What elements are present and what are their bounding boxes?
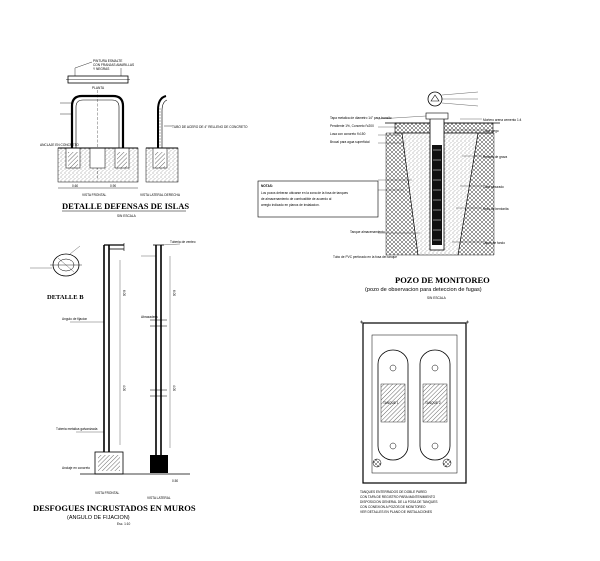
pit-legend-5: VER DETALLES EN PLANO DE INSTALACIONES bbox=[360, 510, 432, 514]
monitor-well-marker-right bbox=[442, 458, 452, 468]
well-left-label-1: Tapa metalica de diametro 14" para trans… bbox=[330, 116, 392, 120]
vent-label: Tuberia de venteo bbox=[170, 240, 196, 244]
side-note: TUBO DE ACERO DE 4" RELLENO DE CONCRETO bbox=[172, 125, 248, 129]
well-subtitle: (pozo de observacion para deteccion de f… bbox=[365, 287, 482, 293]
clamp-label: Abrazadera bbox=[141, 315, 158, 319]
walls-scale: Esc. 1:10 bbox=[117, 522, 131, 526]
well-title: POZO DE MONITOREO bbox=[395, 275, 490, 285]
front-view-pipe: 6.00 4.00 Angulo de fijacion Tuberia met… bbox=[56, 243, 140, 495]
island-bollard-detail: PINTURA ESMALTE CON FRANJAS AMARILLAS Y … bbox=[40, 59, 248, 218]
angle-label: Angulo de fijacion bbox=[62, 317, 87, 321]
slotted-pipe bbox=[432, 145, 442, 245]
tank-pit-plan: TANQUE 1 TANQUE 2 TANQUES ENTERRADOS DE … bbox=[360, 320, 469, 514]
anchor-label: Anclaje en concreto bbox=[62, 466, 90, 470]
side-dim-2: 4.00 bbox=[172, 385, 176, 391]
tank-label-2: TANQUE 2 bbox=[425, 401, 441, 405]
well-cover-symbol bbox=[427, 91, 443, 107]
front-dim-1: 6.00 bbox=[122, 290, 126, 296]
well-right-label-3: Relleno de grava bbox=[483, 155, 507, 159]
well-right-label-5: Sello de bentonita bbox=[483, 207, 509, 211]
side-view-label: VISTA LATERAL DERECHA bbox=[140, 193, 181, 197]
dim-b: 0.90 bbox=[110, 184, 116, 188]
well-right-label-1: Mortero arena cemento 1:4 bbox=[483, 118, 522, 122]
pipe-label: Tuberia metalica galvanizada bbox=[56, 427, 98, 431]
base-note: ANCLAJE EN CONCRETO bbox=[40, 143, 79, 147]
well-note-2: de almacenamiento de combustible de acue… bbox=[261, 197, 332, 201]
walls-subtitle: (ANGULO DE FIJACION) bbox=[67, 515, 130, 521]
islands-scale: SIN ESCALA bbox=[117, 214, 137, 218]
well-notes-title: NOTAS: bbox=[261, 184, 273, 188]
pit-legend-1: TANQUES ENTERRADOS DE DOBLE PARED bbox=[360, 490, 428, 494]
plan-view: PINTURA ESMALTE CON FRANJAS AMARILLAS Y … bbox=[66, 59, 134, 90]
note-top-1: PINTURA ESMALTE bbox=[93, 59, 122, 63]
well-note-3: arreglo indicado en planos de instalacio… bbox=[261, 203, 320, 207]
well-left-label-4: Brocal para agua superficial bbox=[330, 140, 370, 144]
plan-label: PLANTA bbox=[92, 86, 105, 90]
side-view-bollard: TUBO DE ACERO DE 4" RELLENO DE CONCRETO … bbox=[140, 95, 248, 197]
well-note-1: Los pozos deberan ubicarse en la zona de… bbox=[261, 191, 348, 195]
well-scale: SIN ESCALA bbox=[427, 296, 447, 300]
front-view-bollard: 0.60 0.90 VISTA FRONTAL ANCLAJE EN CONCR… bbox=[40, 90, 139, 197]
front-dim-2: 4.00 bbox=[122, 385, 126, 391]
monitoring-well-detail: Tapa metalica de diametro 14" para trans… bbox=[257, 91, 522, 300]
anchor-block bbox=[150, 455, 168, 473]
well-left-label-3: Losa con concreto f'c150 bbox=[330, 132, 366, 136]
detail-b-label: DETALLE B bbox=[47, 294, 84, 301]
pit-legend-3: DISPOSICION GENERAL DE LA FOSA DE TANQUE… bbox=[360, 500, 438, 504]
monitor-well-marker-left bbox=[372, 458, 382, 468]
well-right-label-6: Tapon de fondo bbox=[483, 241, 505, 245]
pit-legend-2: CON TAPA DE REGISTRO PARA MANTENIMIENTO bbox=[360, 495, 436, 499]
well-right-label-4: Tubo ranurado bbox=[483, 185, 504, 189]
well-bottom-label: Tubo de PVC perforado en la fosa del tan… bbox=[333, 255, 397, 259]
side-view-label-b: VISTA LATERAL bbox=[147, 496, 171, 500]
well-right-label-2: Tubo ciego bbox=[483, 129, 499, 133]
note-top-2: CON FRANJAS AMARILLAS bbox=[93, 63, 134, 67]
note-top-3: Y NEGRAS bbox=[93, 67, 109, 71]
side-dim-3: 0.50 bbox=[172, 479, 178, 483]
side-dim-1: 6.00 bbox=[172, 290, 176, 296]
wall-vent-pipes-detail: DETALLE B 6.00 4.00 Angulo de fijacion T… bbox=[30, 240, 196, 526]
front-view-label-b: VISTA FRONTAL bbox=[95, 491, 120, 495]
front-view-label: VISTA FRONTAL bbox=[82, 193, 107, 197]
islands-title: DETALLE DEFENSAS DE ISLAS bbox=[62, 201, 189, 211]
well-left-label-5: Tanque almacenamiento bbox=[350, 230, 385, 234]
well-left-label-2: Pendiente 1%, Concreto f'c200 bbox=[330, 124, 374, 128]
side-view-pipe: 6.00 4.00 Tuberia de venteo Abrazadera 0… bbox=[140, 240, 196, 500]
dim-a: 0.60 bbox=[72, 184, 78, 188]
tank-label-1: TANQUE 1 bbox=[383, 401, 399, 405]
well-notes-box bbox=[257, 180, 379, 218]
pit-legend-4: CON CONEXION A POZOS DE MONITOREO bbox=[360, 505, 426, 509]
walls-title: DESFOGUES INCRUSTADOS EN MUROS bbox=[33, 503, 196, 513]
detail-b: DETALLE B bbox=[30, 245, 84, 301]
